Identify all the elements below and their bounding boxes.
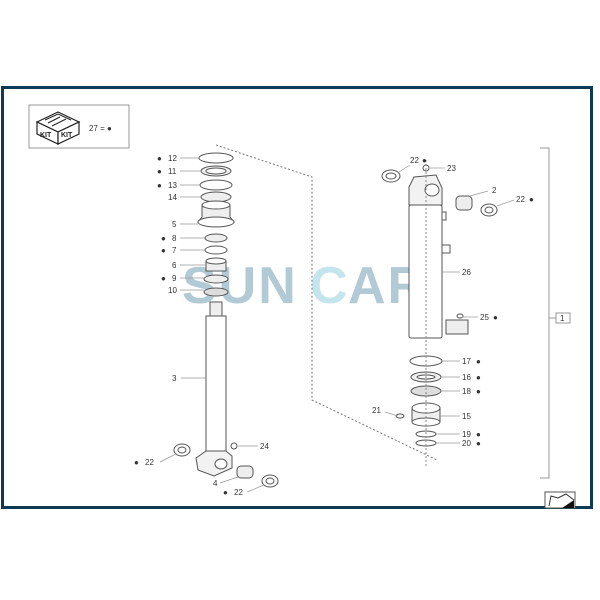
- callout-22: 22: [516, 195, 525, 204]
- kit-legend-text: 27 = ●: [89, 124, 112, 133]
- callout-8: 8: [172, 234, 177, 243]
- svg-text:●: ●: [157, 154, 162, 163]
- callout-5: 5: [172, 220, 177, 229]
- callout-7: 7: [172, 246, 177, 255]
- callout-21: 21: [372, 406, 381, 415]
- callout-18: 18: [462, 387, 471, 396]
- svg-text:●: ●: [476, 373, 481, 382]
- watermark: SUN C AR: [182, 257, 425, 315]
- callout-22: 22: [410, 156, 419, 165]
- kit-label: KIT: [61, 132, 73, 139]
- callout-6: 6: [172, 261, 177, 270]
- svg-text:●: ●: [157, 167, 162, 176]
- svg-text:●: ●: [493, 313, 498, 322]
- next-page-arrow-icon[interactable]: [544, 491, 576, 509]
- callout-3: 3: [172, 374, 177, 383]
- svg-text:●: ●: [223, 488, 228, 497]
- callout-20: 20: [462, 439, 471, 448]
- callout-14: 14: [168, 193, 177, 202]
- svg-text:●: ●: [476, 439, 481, 448]
- callout-9: 9: [172, 274, 177, 283]
- svg-text:●: ●: [161, 234, 166, 243]
- svg-text:●: ●: [476, 387, 481, 396]
- callout-26: 26: [462, 268, 471, 277]
- svg-text:●: ●: [476, 430, 481, 439]
- svg-text:●: ●: [529, 195, 534, 204]
- callout-11: 11: [168, 167, 177, 176]
- callout-25: 25: [480, 313, 489, 322]
- kit-label: KIT: [40, 132, 52, 139]
- callout-10: 10: [168, 286, 177, 295]
- diagram-frame: [1, 86, 593, 509]
- right-callouts: [384, 164, 515, 444]
- svg-text:●: ●: [157, 181, 162, 190]
- svg-text:●: ●: [422, 156, 427, 165]
- svg-text:SUN: SUN: [182, 257, 298, 315]
- assembly-ref-box: [555, 312, 571, 324]
- callout-17: 17: [462, 357, 471, 366]
- callout-22: 22: [234, 488, 243, 497]
- callout-4: 4: [213, 479, 218, 488]
- svg-text:●: ●: [161, 246, 166, 255]
- callout-16: 16: [462, 373, 471, 382]
- left-callouts: [159, 157, 265, 493]
- svg-text:●: ●: [161, 274, 166, 283]
- callout-13: 13: [168, 181, 177, 190]
- rod-assembly: [173, 152, 279, 488]
- callout-2: 2: [492, 186, 497, 195]
- kit-legend: KIT KIT 27 = ●: [28, 104, 130, 149]
- callout-19: 19: [462, 430, 471, 439]
- callout-15: 15: [462, 412, 471, 421]
- callout-24: 24: [260, 442, 269, 451]
- svg-text:●: ●: [134, 458, 139, 467]
- callout-23: 23: [447, 164, 456, 173]
- assembly-ref: 1: [560, 314, 565, 323]
- kit-box-icon: KIT KIT: [35, 111, 81, 145]
- svg-text:●: ●: [476, 357, 481, 366]
- dashed-separator: [215, 144, 438, 461]
- assembly-bracket: [540, 147, 550, 479]
- callout-12: 12: [168, 154, 177, 163]
- callout-22: 22: [145, 458, 154, 467]
- barrel-assembly: [381, 160, 498, 468]
- svg-text:C: C: [310, 257, 350, 315]
